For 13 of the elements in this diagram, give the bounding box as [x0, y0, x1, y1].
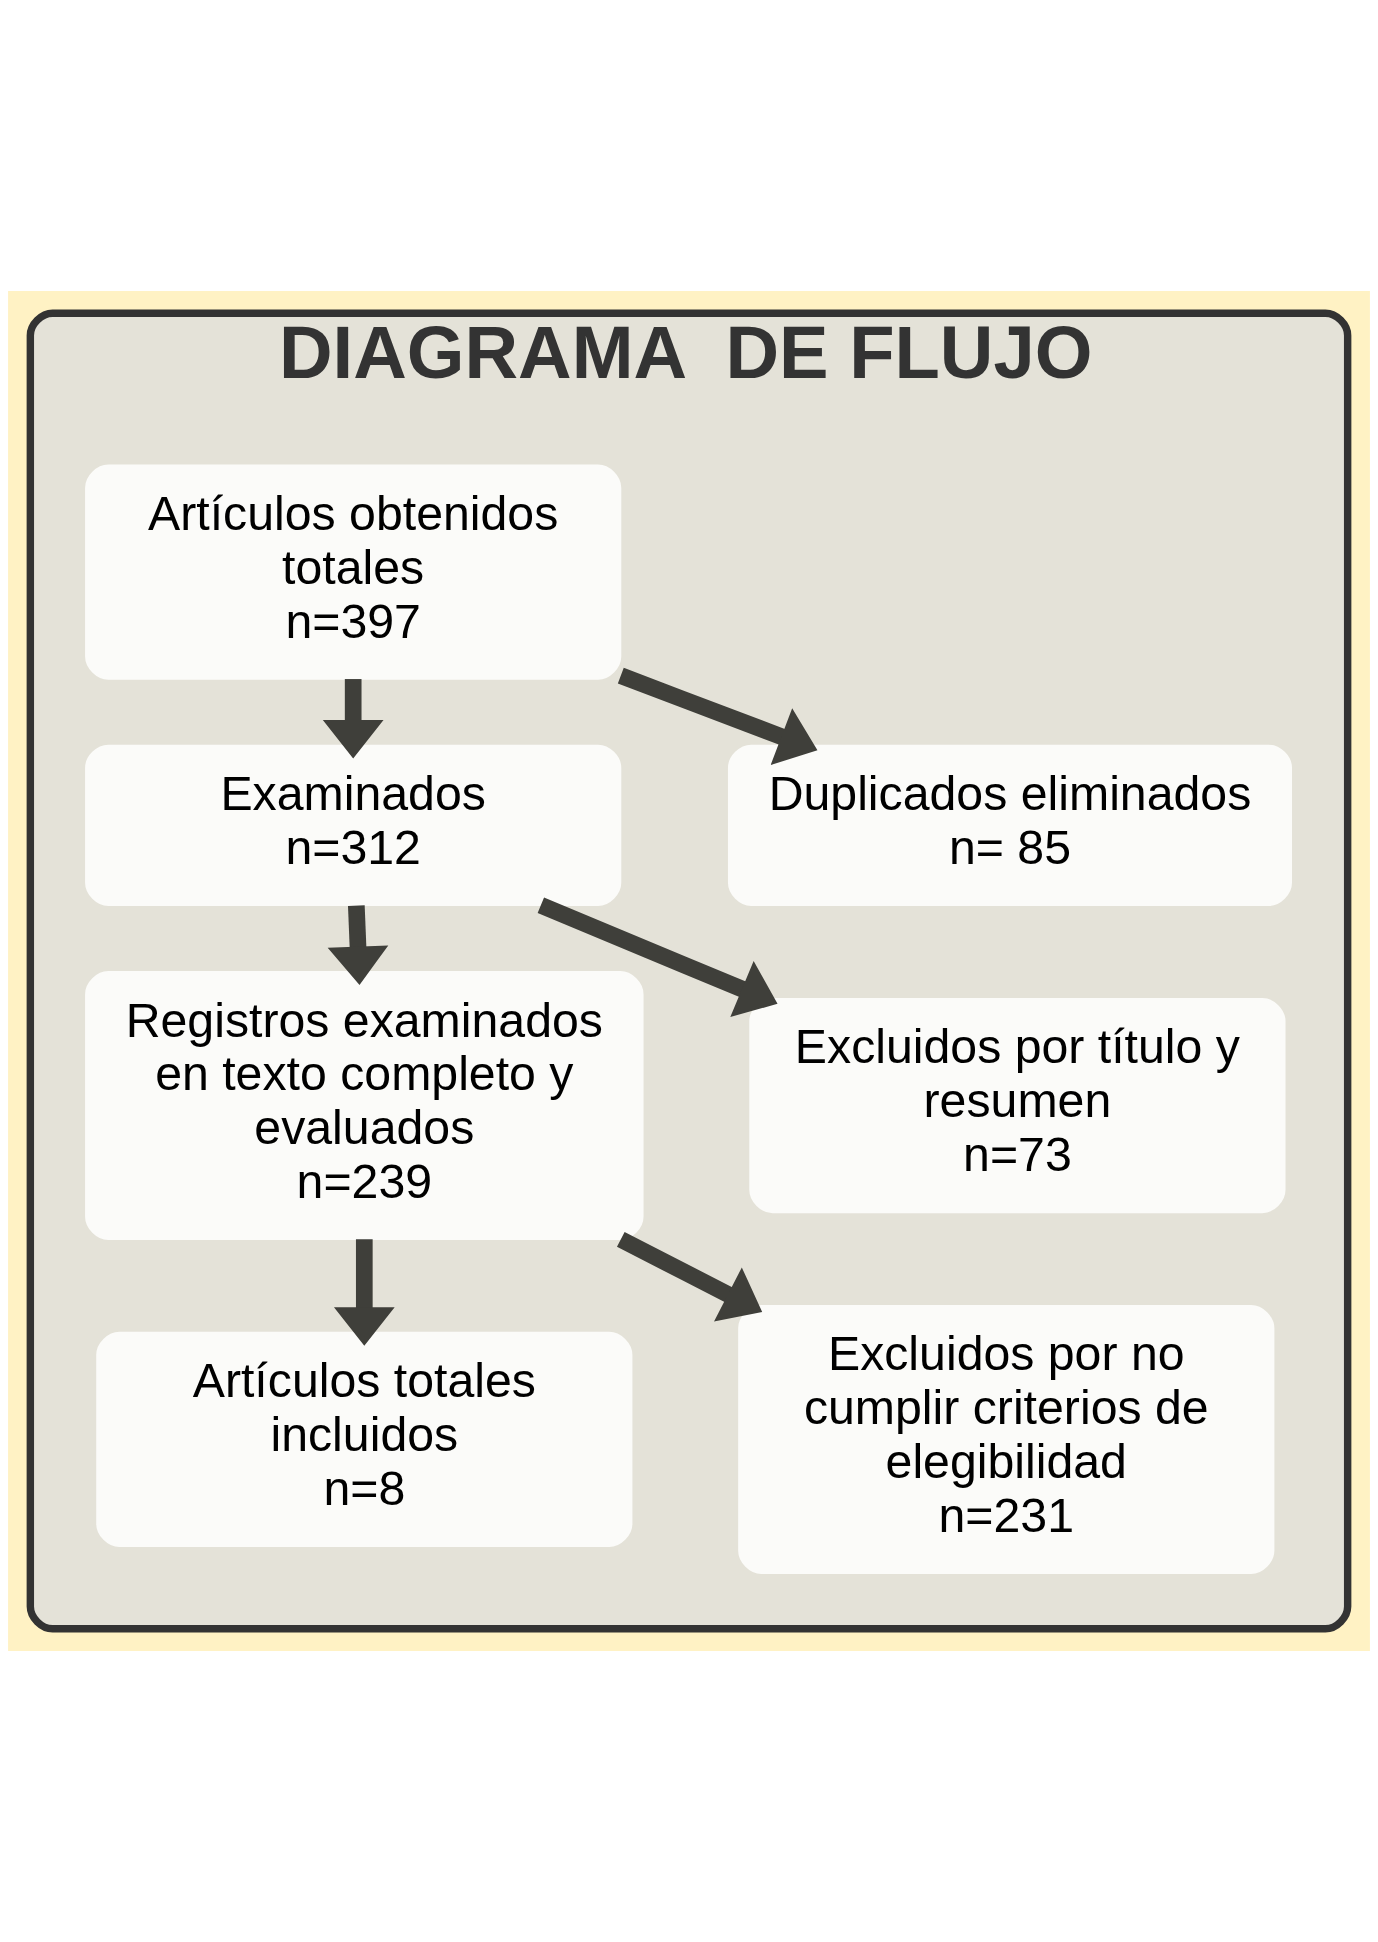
node-box: Duplicados eliminados n= 85 [727, 744, 1292, 907]
arrow [537, 897, 778, 1018]
node-box: Examinados n=312 [85, 744, 622, 907]
arrow [617, 1231, 763, 1322]
arrow [322, 679, 384, 759]
node-box: Registros examinados en texto completo y evaluados n=239 [85, 971, 644, 1241]
node-box: Excluidos por no cumplir criterios de elegibilidad n=231 [738, 1304, 1275, 1574]
node-box: Excluidos por título y resumen n=73 [749, 997, 1286, 1214]
node-box: Artículos totales incluidos n=8 [96, 1331, 633, 1548]
arrow [617, 667, 818, 766]
arrow [333, 1239, 395, 1346]
arrow [327, 905, 389, 986]
node-box: Artículos obtenidos totales n=397 [85, 464, 622, 680]
